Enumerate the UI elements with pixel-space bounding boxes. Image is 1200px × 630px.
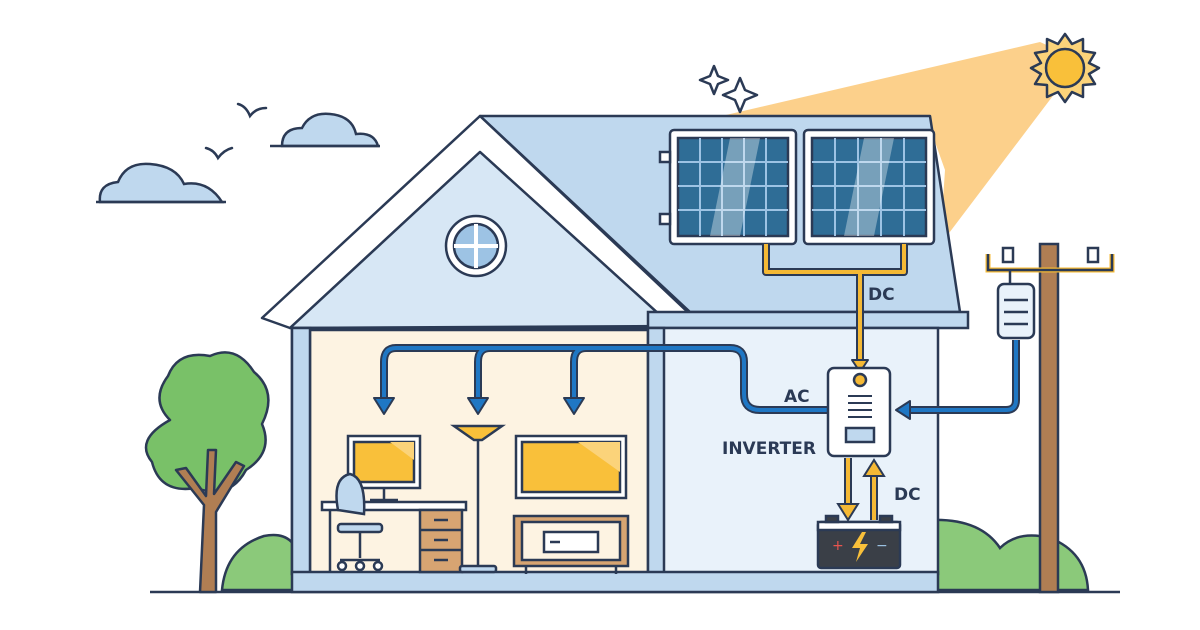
solar-panel xyxy=(658,128,798,246)
label-dc-battery: DC xyxy=(894,485,921,505)
eave-beam xyxy=(646,310,970,330)
desk xyxy=(320,500,468,574)
power-pole xyxy=(985,242,1115,594)
svg-text:+: + xyxy=(832,538,844,554)
svg-text:−: − xyxy=(876,538,888,554)
attic-window xyxy=(444,214,508,278)
tree xyxy=(144,351,270,594)
solar-panel xyxy=(802,128,936,246)
inverter xyxy=(826,366,892,458)
label-dc-panels: DC xyxy=(868,285,895,305)
ac-wire xyxy=(373,344,832,415)
electric-meter-icon xyxy=(996,282,1036,340)
sparkle-icon xyxy=(698,64,759,114)
office-chair xyxy=(335,472,384,572)
television xyxy=(514,434,628,500)
lightning-icon xyxy=(852,532,868,562)
monitor xyxy=(346,434,422,502)
grid-wire xyxy=(895,340,1020,420)
sunbeam xyxy=(670,42,1080,245)
floor-lamp xyxy=(450,424,506,574)
bird-icon xyxy=(204,102,268,161)
dc-wire xyxy=(762,244,908,373)
cloud-icon xyxy=(96,162,226,204)
cloud-icon xyxy=(270,112,380,148)
label-ac: AC xyxy=(784,387,810,407)
tv-cabinet xyxy=(512,514,630,574)
label-inverter: INVERTER xyxy=(722,439,816,459)
battery-icon: + − xyxy=(816,514,902,570)
sun-icon xyxy=(1029,32,1101,104)
battery-wire xyxy=(836,458,886,522)
